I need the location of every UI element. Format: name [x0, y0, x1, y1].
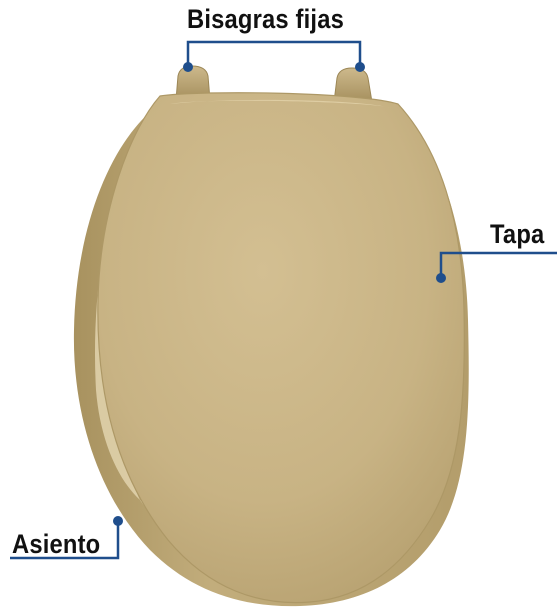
callout-dot-hinge-right	[355, 62, 365, 72]
hinges-label: Bisagras fijas	[187, 6, 344, 33]
lid-label: Tapa	[490, 221, 544, 248]
callout-dot-lid	[436, 273, 446, 283]
callout-dot-hinge-left	[183, 62, 193, 72]
seat-label: Asiento	[12, 531, 100, 558]
callout-dot-seat	[113, 516, 123, 526]
callout-line-hinges	[188, 42, 360, 66]
